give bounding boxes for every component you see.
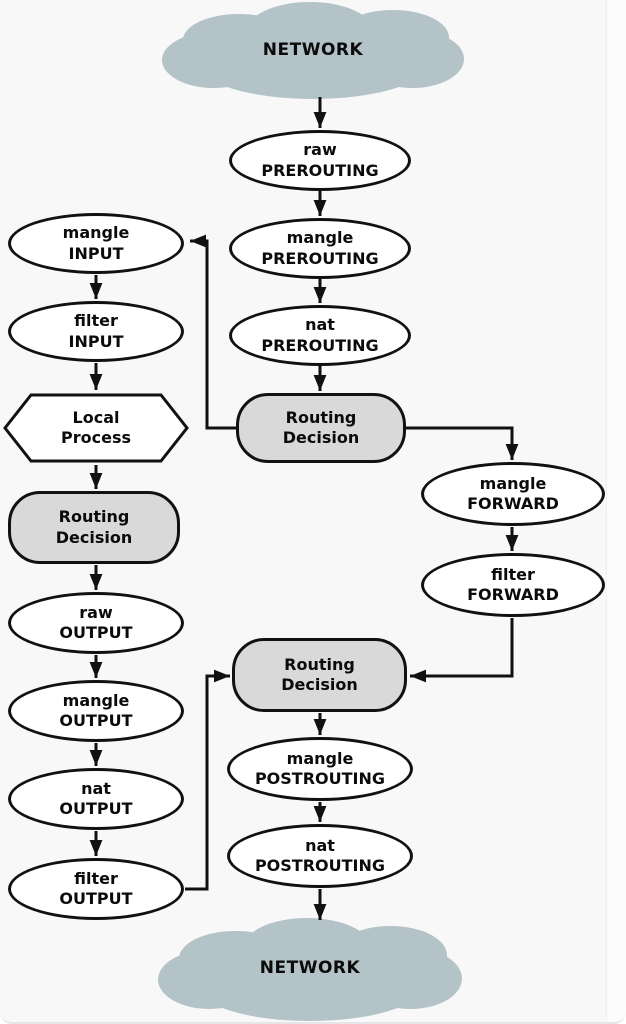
network-bottom-label: NETWORK bbox=[259, 958, 361, 979]
node-label: nat bbox=[81, 778, 111, 798]
node-mangle-forward: mangle FORWARD bbox=[421, 462, 605, 526]
node-label: OUTPUT bbox=[59, 711, 133, 730]
node-label: Local Process bbox=[61, 407, 131, 447]
node-label: OUTPUT bbox=[59, 623, 133, 642]
node-label: FORWARD bbox=[467, 494, 559, 513]
node-mangle-postrouting: mangle POSTROUTING bbox=[227, 737, 413, 801]
node-label: mangle bbox=[286, 228, 354, 248]
node-label: INPUT bbox=[68, 331, 124, 351]
node-label: PREROUTING bbox=[261, 248, 379, 268]
node-nat-prerouting: nat PREROUTING bbox=[229, 305, 411, 366]
node-label: Decision bbox=[282, 428, 360, 447]
cloud-blob bbox=[198, 27, 428, 99]
node-label: nat bbox=[305, 315, 335, 335]
node-filter-forward: filter FORWARD bbox=[421, 553, 605, 617]
node-label: mangle bbox=[286, 748, 354, 768]
node-routing-decision-bottom: Routing Decision bbox=[232, 638, 407, 712]
node-label: filter bbox=[74, 311, 118, 331]
cloud-blob bbox=[194, 944, 426, 1021]
node-label: POSTROUTING bbox=[254, 769, 386, 788]
node-label: mangle bbox=[62, 690, 130, 710]
network-cloud-bottom: NETWORK bbox=[158, 918, 462, 1022]
node-label: INPUT bbox=[68, 243, 124, 263]
node-label: filter bbox=[491, 564, 535, 584]
network-top-label: NETWORK bbox=[262, 40, 364, 60]
node-label: mangle bbox=[479, 473, 547, 493]
network-cloud-top: NETWORK bbox=[162, 2, 464, 102]
node-filter-output: filter OUTPUT bbox=[8, 858, 184, 920]
node-label: raw bbox=[303, 140, 337, 160]
node-label: raw bbox=[79, 602, 113, 622]
node-label: Decision bbox=[55, 527, 133, 547]
node-label: Routing bbox=[58, 507, 130, 527]
node-routing-decision-left: Routing Decision bbox=[8, 491, 180, 564]
node-label: OUTPUT bbox=[59, 889, 133, 908]
node-label: PREROUTING bbox=[261, 160, 379, 180]
node-mangle-prerouting: mangle PREROUTING bbox=[229, 218, 411, 279]
node-label: nat bbox=[305, 835, 335, 855]
hexagon-shape bbox=[3, 393, 189, 463]
node-label: FORWARD bbox=[467, 585, 559, 604]
node-label: POSTROUTING bbox=[254, 856, 386, 875]
node-nat-output: nat OUTPUT bbox=[8, 768, 184, 830]
node-mangle-input: mangle INPUT bbox=[8, 213, 184, 274]
node-label: OUTPUT bbox=[59, 799, 133, 818]
node-label: filter bbox=[74, 868, 118, 888]
node-nat-postrouting: nat POSTROUTING bbox=[227, 824, 413, 888]
node-label: Routing bbox=[284, 654, 355, 674]
node-mangle-output: mangle OUTPUT bbox=[8, 680, 184, 742]
node-label: PREROUTING bbox=[261, 335, 379, 355]
node-label: Routing bbox=[285, 407, 357, 427]
node-raw-output: raw OUTPUT bbox=[8, 592, 184, 654]
page-margin bbox=[606, 0, 626, 1022]
node-routing-decision-top: Routing Decision bbox=[236, 393, 406, 463]
node-filter-input: filter INPUT bbox=[8, 301, 184, 362]
node-local-process: Local Process bbox=[2, 392, 190, 464]
node-label: mangle bbox=[62, 223, 130, 243]
node-label: Decision bbox=[281, 675, 358, 694]
node-raw-prerouting: raw PREROUTING bbox=[229, 130, 411, 191]
